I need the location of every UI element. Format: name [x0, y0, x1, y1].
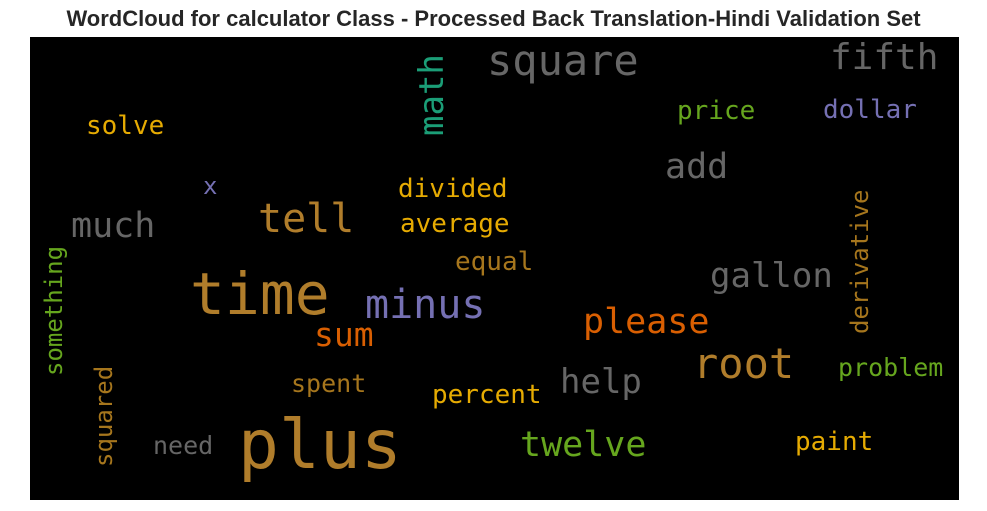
wordcloud-word-dollar: dollar: [823, 95, 917, 125]
wordcloud-word-derivative: derivative: [846, 189, 874, 334]
wordcloud-word-spent: spent: [291, 369, 367, 398]
wordcloud-word-problem: problem: [838, 353, 944, 382]
wordcloud-word-plus: plus: [238, 406, 402, 485]
wordcloud-word-fifth: fifth: [830, 37, 939, 78]
wordcloud-word-need: need: [153, 431, 214, 460]
wordcloud-word-percent: percent: [432, 380, 542, 410]
wordcloud-word-minus: minus: [365, 282, 486, 328]
wordcloud-word-sum: sum: [314, 315, 374, 354]
wordcloud-word-something: something: [40, 245, 68, 376]
wordcloud-word-squared: squared: [90, 366, 118, 468]
wordcloud-word-square: square: [487, 37, 639, 85]
wordcloud-word-root: root: [693, 339, 795, 388]
wordcloud-word-twelve: twelve: [520, 425, 647, 465]
wordcloud-word-solve: solve: [86, 111, 165, 141]
wordcloud-word-much: much: [71, 206, 156, 246]
wordcloud-canvas: plus time minus square fifth math root tell much…: [30, 37, 959, 500]
wordcloud-word-gallon: gallon: [710, 256, 833, 296]
wordcloud-word-time: time: [190, 260, 330, 328]
wordcloud-word-equal: equal: [455, 247, 534, 277]
wordcloud-word-add: add: [665, 147, 729, 187]
wordcloud-word-price: price: [677, 96, 756, 126]
wordcloud-word-tell: tell: [258, 196, 355, 242]
chart-title: WordCloud for calculator Class - Process…: [66, 6, 921, 31]
wordcloud-word-divided: divided: [398, 174, 508, 204]
wordcloud-word-paint: paint: [795, 427, 874, 457]
wordcloud-word-math: math: [412, 54, 452, 137]
wordcloud-word-average: average: [400, 209, 510, 239]
wordcloud-word-please: please: [583, 302, 710, 342]
wordcloud-word-help: help: [560, 362, 642, 402]
wordcloud-word-x: x: [203, 172, 218, 200]
